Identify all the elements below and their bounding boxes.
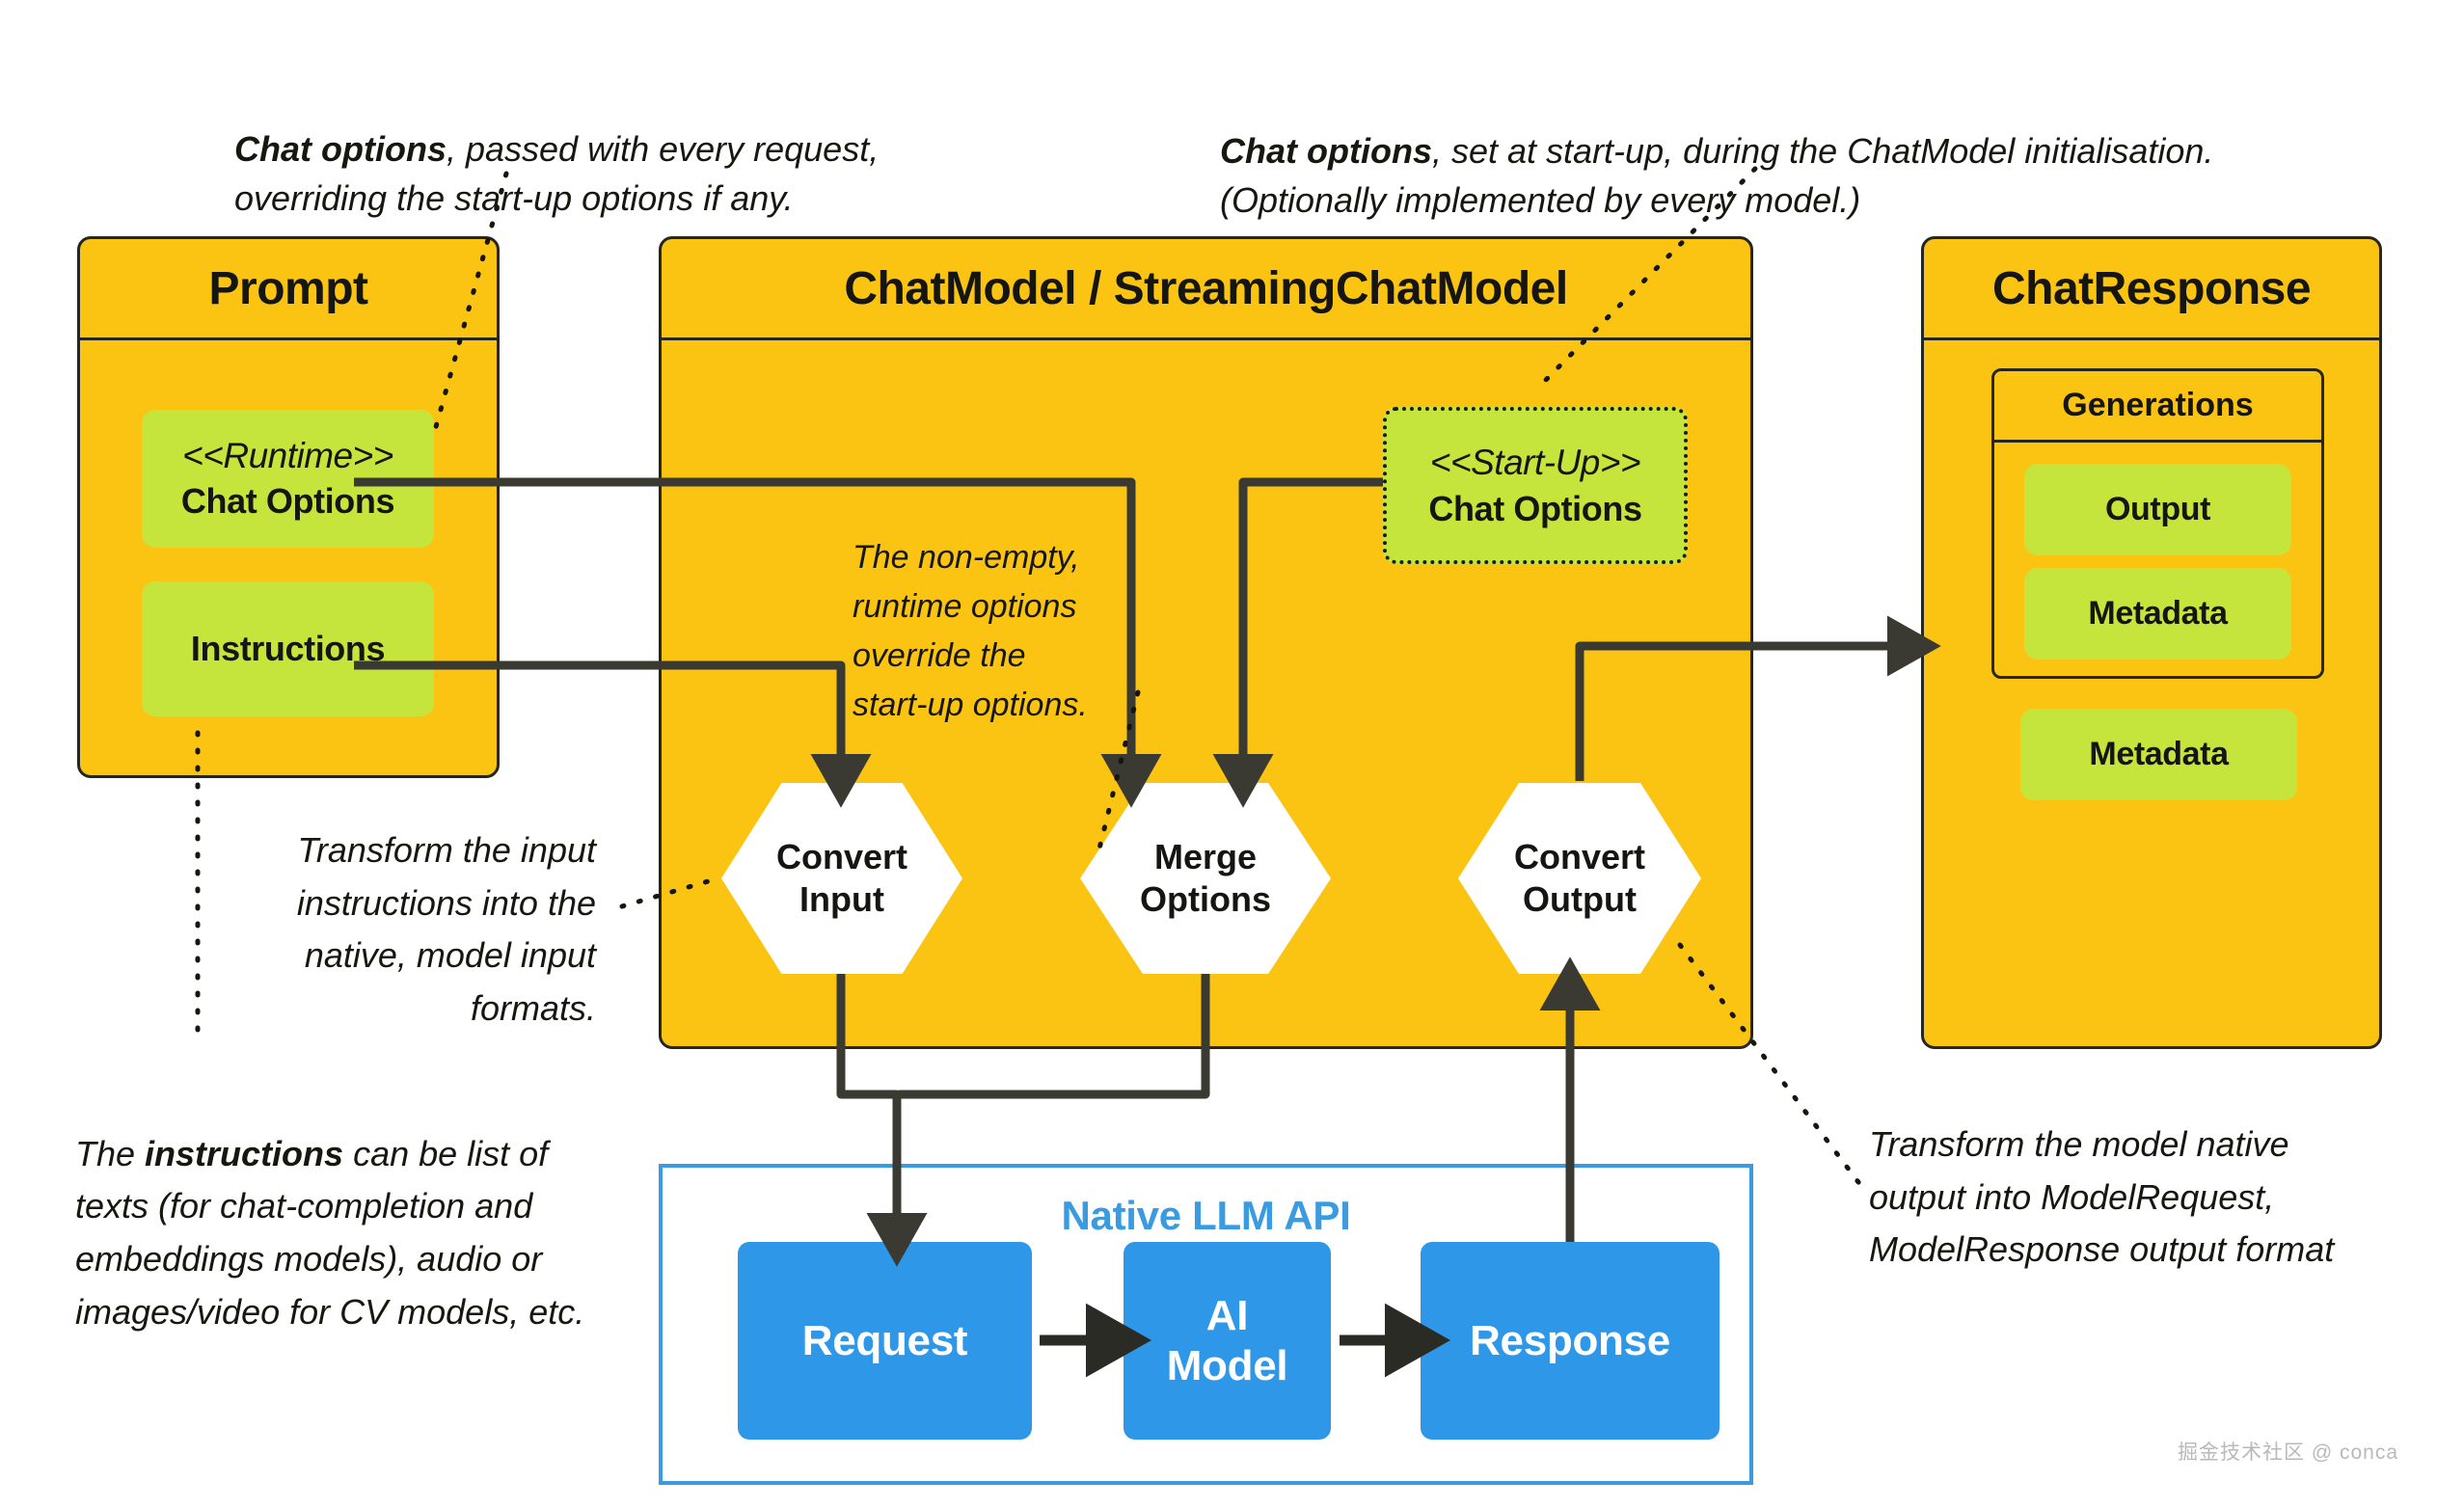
annotation-startup-bold: Chat options <box>1220 131 1432 172</box>
chip-instructions[interactable]: Instructions <box>142 581 434 716</box>
native-llm-api-title: Native LLM API <box>1061 1193 1351 1238</box>
chatresponse-class-box[interactable]: ChatResponse Generations Output Metadata… <box>1921 236 2382 1049</box>
annotation-merge-options: The non-empty, runtime options override … <box>853 539 1088 723</box>
watermark: 掘金技术社区 @ conca <box>2178 1442 2399 1464</box>
prompt-body: <<Runtime>> Chat Options Instructions <box>80 340 497 778</box>
annotation-convert-output: Transform the model native output into M… <box>1869 1124 2335 1270</box>
api-node-request[interactable]: Request <box>738 1242 1032 1440</box>
generations-subbox[interactable]: Generations Output Metadata <box>1991 368 2324 679</box>
prompt-class-box[interactable]: Prompt <<Runtime>> Chat Options Instruct… <box>77 236 500 778</box>
chatresponse-title: ChatResponse <box>1924 239 2379 340</box>
step-convert-output-line1: Convert <box>1513 837 1646 877</box>
chip-instructions-name: Instructions <box>190 629 386 668</box>
step-merge-options-line1: Merge <box>1153 837 1258 877</box>
annotation-startup-chat-options: Chat options, set at start-up, during th… <box>1220 77 2300 225</box>
annotation-runtime-chat-options: Chat options, passed with every request,… <box>234 75 929 223</box>
step-merge-options-line2: Options <box>1140 879 1271 919</box>
chatresponse-body: Generations Output Metadata Metadata <box>1924 340 2379 1049</box>
step-convert-input-line2: Input <box>799 879 884 919</box>
chip-runtime-stereotype: <<Runtime>> <box>182 436 393 475</box>
step-convert-output-line2: Output <box>1523 879 1637 919</box>
step-convert-input-line1: Convert <box>775 837 908 877</box>
step-convert-output[interactable]: Convert Output <box>1458 783 1701 974</box>
api-node-response-label: Response <box>1470 1316 1670 1364</box>
api-node-ai-model-line2: Model <box>1166 1341 1288 1389</box>
chip-generation-metadata[interactable]: Metadata <box>2024 568 2291 660</box>
chip-output[interactable]: Output <box>2024 464 2291 555</box>
chip-startup-name: Chat Options <box>1428 488 1642 528</box>
chip-runtime-name: Chat Options <box>180 481 395 521</box>
prompt-title: Prompt <box>80 239 497 340</box>
api-node-ai-model-line1: AI <box>1205 1291 1249 1339</box>
api-node-response[interactable]: Response <box>1421 1242 1719 1440</box>
annotation-instructions-rest: can be list of texts (for chat-completio… <box>75 1133 585 1332</box>
annotation-instructions: The instructions can be list of texts (f… <box>75 1075 615 1339</box>
chip-runtime-chat-options[interactable]: <<Runtime>> Chat Options <box>142 410 434 548</box>
chip-response-metadata-name: Metadata <box>2089 736 2229 772</box>
api-node-ai-model[interactable]: AI Model <box>1124 1242 1331 1440</box>
chip-response-metadata[interactable]: Metadata <box>2020 709 2297 800</box>
annotation-runtime-rest: , passed with every request, overriding … <box>234 129 880 219</box>
annotation-instructions-bold: instructions <box>145 1133 344 1173</box>
annotation-convert-input: Transform the input instructions into th… <box>296 830 596 1029</box>
chip-startup-stereotype: <<Start-Up>> <box>1429 442 1641 482</box>
annotation-instructions-lead: The <box>75 1133 146 1173</box>
generations-title: Generations <box>1994 371 2321 443</box>
chatmodel-title: ChatModel / StreamingChatModel <box>662 239 1750 340</box>
step-convert-input[interactable]: Convert Input <box>721 783 962 974</box>
annotation-runtime-bold: Chat options <box>234 129 447 170</box>
api-node-request-label: Request <box>801 1316 968 1364</box>
chip-generation-metadata-name: Metadata <box>2088 595 2228 632</box>
chip-startup-chat-options[interactable]: <<Start-Up>> Chat Options <box>1383 407 1688 564</box>
chip-output-name: Output <box>2105 491 2210 527</box>
